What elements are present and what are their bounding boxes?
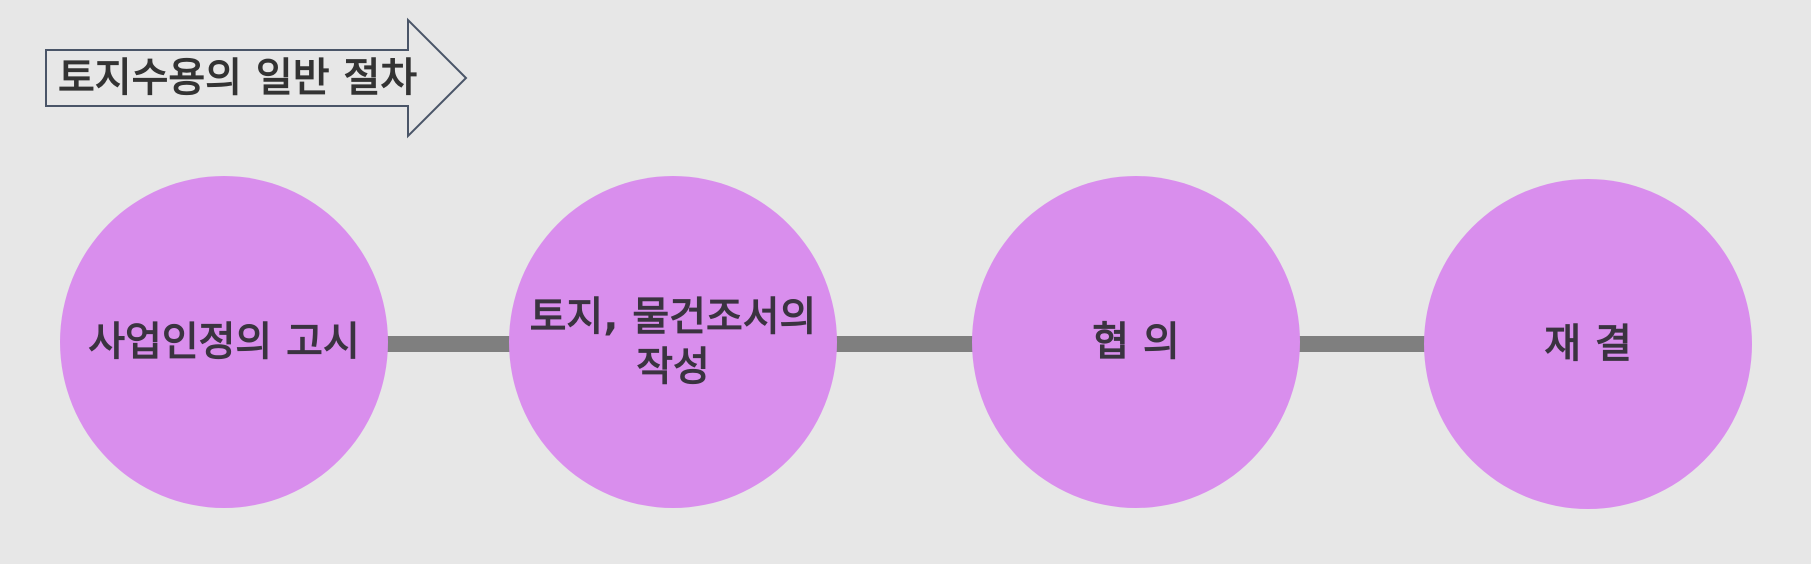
step-label-2: 토지, 물건조서의 작성	[529, 294, 817, 390]
arrow-shape	[45, 17, 468, 139]
connector-1-2	[385, 336, 511, 352]
step-label-4: 재 결	[1544, 321, 1632, 367]
step-label-1: 사업인정의 고시	[88, 319, 360, 365]
step-label-3: 협 의	[1092, 319, 1180, 365]
step-circle-1: 사업인정의 고시	[60, 176, 388, 508]
connector-2-3	[835, 336, 975, 352]
step-circle-4: 재 결	[1424, 179, 1752, 509]
connector-3-4	[1298, 336, 1428, 352]
step-circle-2: 토지, 물건조서의 작성	[509, 176, 837, 508]
title-arrow: 토지수용의 일반 절차	[44, 17, 470, 140]
diagram-title: 토지수용의 일반 절차	[58, 55, 418, 101]
step-circle-3: 협 의	[972, 176, 1300, 508]
